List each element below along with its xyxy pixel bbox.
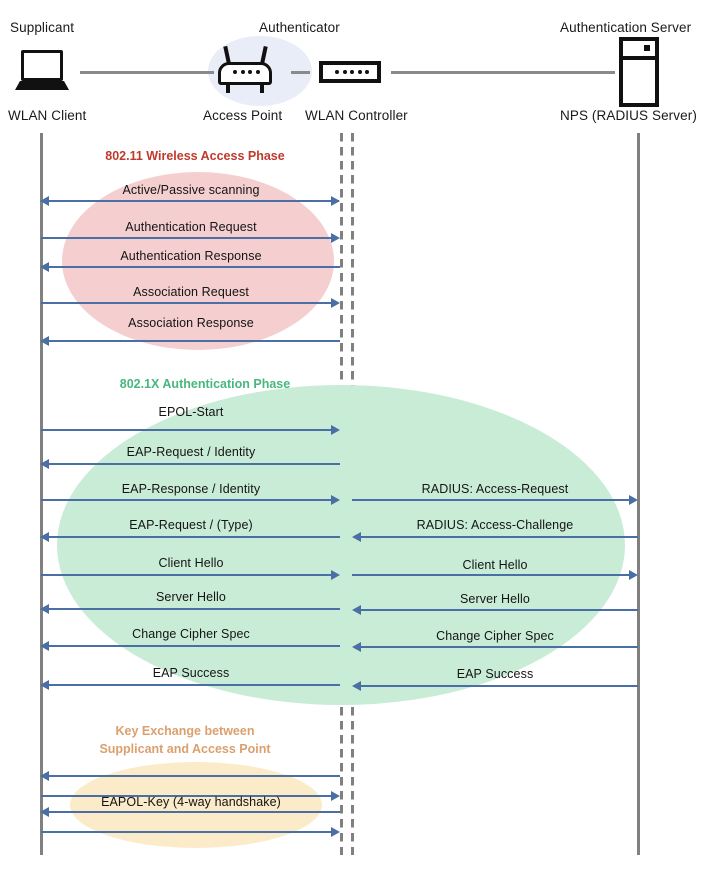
message-arrow [41, 429, 335, 431]
node-label-wlan-controller: WLAN Controller [305, 108, 408, 123]
arrow-head-right-icon [629, 495, 638, 505]
lifeline-auth-server [637, 133, 640, 855]
message-arrow [43, 266, 340, 268]
message-label: EAPOL-Key (4-way handshake) [101, 795, 281, 809]
message-arrow [43, 811, 340, 813]
message-arrow [352, 574, 630, 576]
lifeline-supplicant [40, 133, 43, 855]
wire-client-to-ap [80, 71, 214, 74]
arrow-head-left-icon [40, 262, 49, 272]
message-label: Association Request [133, 285, 249, 299]
wire-ap-to-controller [291, 71, 310, 74]
message-arrow [43, 684, 340, 686]
laptop-icon [15, 50, 69, 91]
arrow-head-right-icon [331, 791, 340, 801]
phase-1-ellipse [62, 172, 334, 350]
arrow-head-right-icon [629, 570, 638, 580]
arrow-head-left-icon [352, 681, 361, 691]
message-arrow [41, 302, 335, 304]
arrow-head-right-icon [331, 233, 340, 243]
message-arrow [41, 237, 335, 239]
message-label: Active/Passive scanning [122, 183, 260, 197]
arrow-head-right-icon [331, 425, 340, 435]
node-label-nps-radius-server: NPS (RADIUS Server) [560, 108, 697, 123]
message-label: Client Hello [158, 556, 224, 570]
message-arrow [360, 685, 638, 687]
message-label: EAP-Request / Identity [126, 445, 256, 459]
arrow-head-left-icon [40, 532, 49, 542]
message-arrow [43, 536, 340, 538]
message-label: RADIUS: Access-Challenge [416, 518, 574, 532]
message-arrow [360, 646, 638, 648]
message-label: EAP-Response / Identity [121, 482, 261, 496]
message-label: EAP Success [456, 667, 534, 681]
arrow-head-right-icon [331, 495, 340, 505]
node-label-wlan-client: WLAN Client [8, 108, 87, 123]
message-label: RADIUS: Access-Request [421, 482, 569, 496]
message-arrow [43, 608, 340, 610]
wlan-controller-icon [319, 61, 381, 83]
arrow-head-left-icon [40, 807, 49, 817]
message-label: Authentication Response [120, 249, 262, 263]
server-icon [619, 37, 659, 107]
message-label: EAP-Request / (Type) [129, 518, 253, 532]
arrow-head-right-icon [331, 298, 340, 308]
message-label: Server Hello [460, 592, 530, 606]
arrow-head-right-icon [331, 196, 340, 206]
message-arrow [41, 795, 335, 797]
message-label: Change Cipher Spec [132, 627, 250, 641]
message-arrow [360, 536, 638, 538]
arrow-head-left-icon [40, 771, 49, 781]
phase-3-title-line-2: Supplicant and Access Point [99, 742, 271, 756]
arrow-head-left-icon [352, 532, 361, 542]
arrow-head-left-icon [40, 196, 49, 206]
message-label: Authentication Request [125, 220, 257, 234]
arrow-head-left-icon [352, 605, 361, 615]
phase-3-title-line-1: Key Exchange between [115, 724, 255, 738]
phase-2-ellipse [57, 385, 625, 705]
arrow-head-left-icon [40, 604, 49, 614]
arrow-head-left-icon [40, 336, 49, 346]
arrow-head-right-icon [331, 570, 340, 580]
message-arrow [41, 831, 335, 833]
message-arrow [43, 340, 340, 342]
message-label: EPOL-Start [158, 405, 224, 419]
arrow-head-right-icon [331, 827, 340, 837]
message-label: Change Cipher Spec [436, 629, 554, 643]
message-arrow [352, 499, 630, 501]
arrow-head-left-icon [40, 680, 49, 690]
arrow-head-left-icon [352, 642, 361, 652]
message-arrow [41, 574, 335, 576]
message-label: Server Hello [156, 590, 226, 604]
access-point-icon [218, 46, 272, 94]
arrow-head-left-icon [40, 641, 49, 651]
message-label: Client Hello [462, 558, 528, 572]
message-arrow [43, 200, 339, 202]
message-label: Association Response [128, 316, 254, 330]
arrow-head-left-icon [40, 459, 49, 469]
role-label-supplicant: Supplicant [10, 20, 75, 35]
node-label-access-point: Access Point [203, 108, 283, 123]
message-arrow [43, 463, 340, 465]
message-arrow [43, 645, 340, 647]
message-arrow [43, 775, 340, 777]
message-arrow [41, 499, 335, 501]
phase-2-title: 802.1X Authentication Phase [119, 377, 291, 391]
phase-1-title: 802.11 Wireless Access Phase [105, 149, 285, 163]
role-label-authenticator: Authenticator [259, 20, 340, 35]
message-arrow [360, 609, 638, 611]
role-label-authentication-server: Authentication Server [560, 20, 692, 35]
wire-controller-to-server [391, 71, 615, 74]
message-label: EAP Success [152, 666, 230, 680]
